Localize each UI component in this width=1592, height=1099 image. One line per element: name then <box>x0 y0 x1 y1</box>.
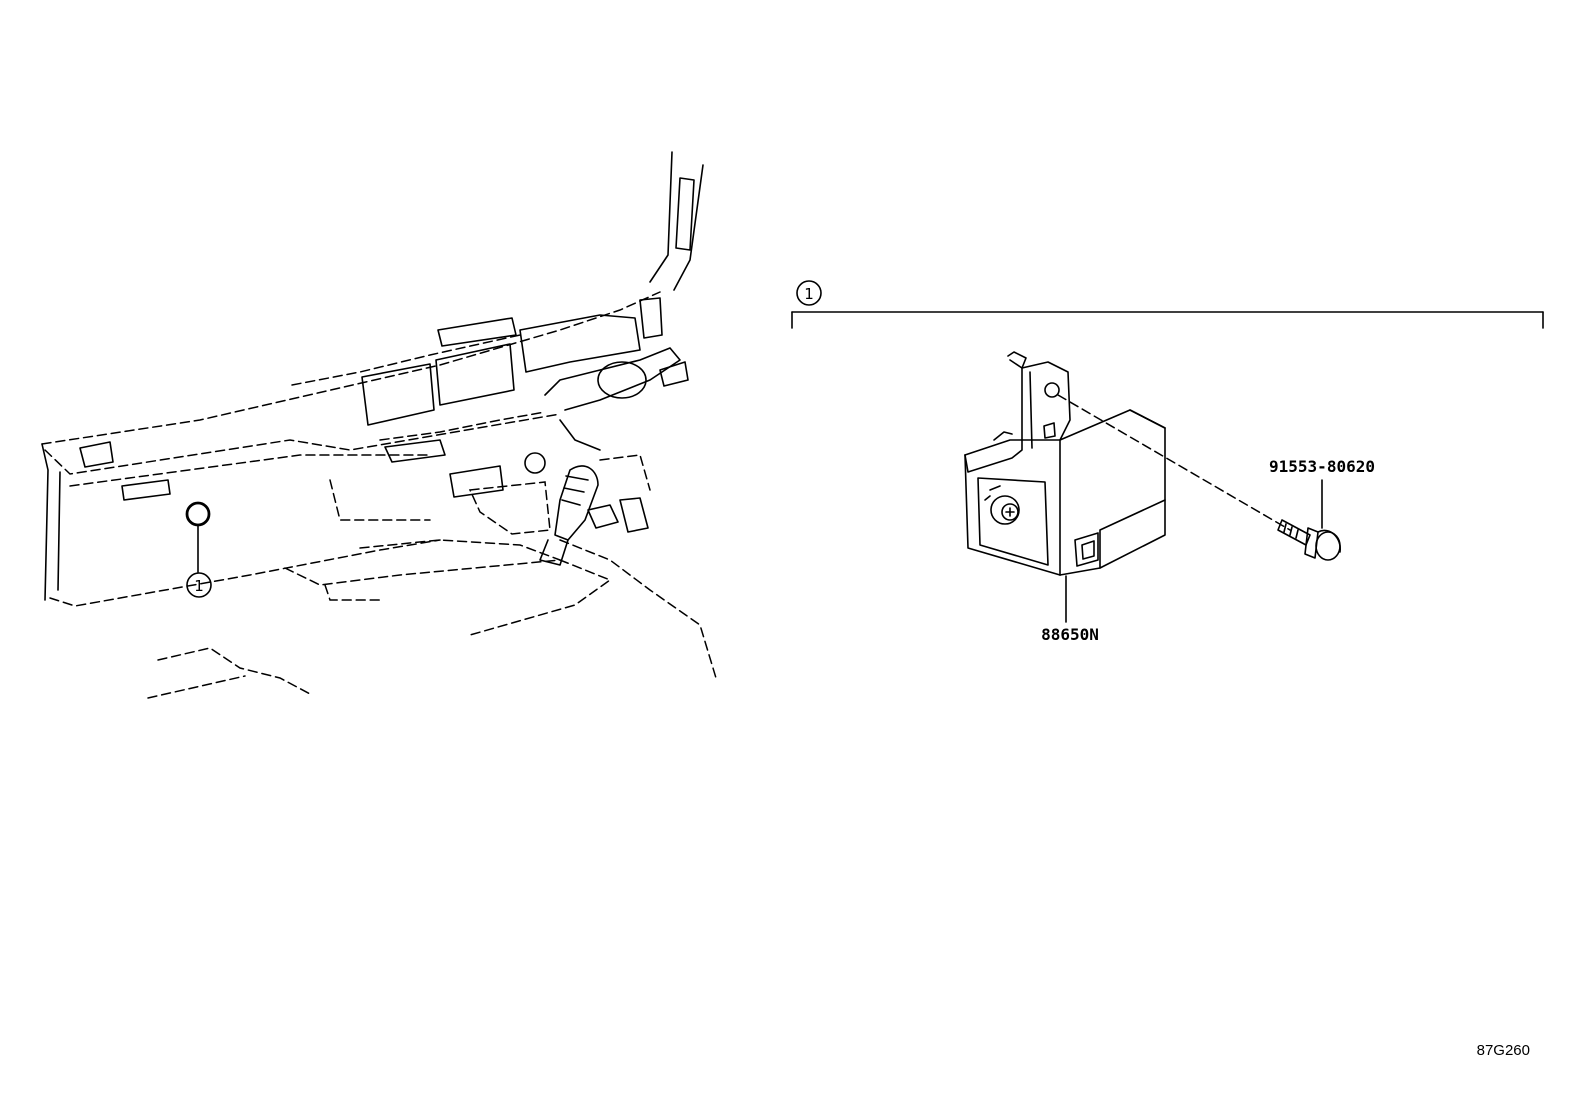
callout-location: 1 <box>186 572 212 598</box>
bolt-alignment-line <box>1057 394 1291 531</box>
bolt-91553-80620-drawing <box>1277 519 1341 561</box>
module-88650n-drawing <box>964 351 1166 576</box>
bolt-part-number: 91553-80620 <box>1269 457 1375 476</box>
module-part-number: 88650N <box>1041 625 1099 644</box>
group-callout-number: 1 <box>804 285 814 303</box>
module-location-marker <box>185 501 211 527</box>
group-bracket: 1 <box>791 280 1544 329</box>
figure-code: 87G260 <box>1477 1042 1530 1059</box>
callout-location-number: 1 <box>194 577 204 595</box>
dashboard-view <box>41 151 717 699</box>
